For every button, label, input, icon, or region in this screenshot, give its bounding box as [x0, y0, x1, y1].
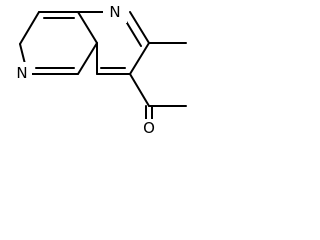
acetyl-bond [129, 73, 150, 107]
molecule-structure: N N O [10, 2, 187, 138]
nitrogen-label-background [103, 2, 127, 23]
bond [129, 42, 150, 75]
ring-nitrogen-left-label: N [16, 64, 27, 82]
oxygen-label-background [138, 119, 160, 138]
bond [19, 43, 26, 65]
bond [129, 11, 150, 44]
bond [77, 42, 98, 75]
bond [77, 11, 98, 44]
bond [19, 11, 40, 45]
nitrogen-label-background [10, 62, 32, 83]
carbonyl-oxygen-label: O [143, 119, 155, 137]
ring-nitrogen-top-label: N [109, 3, 120, 21]
